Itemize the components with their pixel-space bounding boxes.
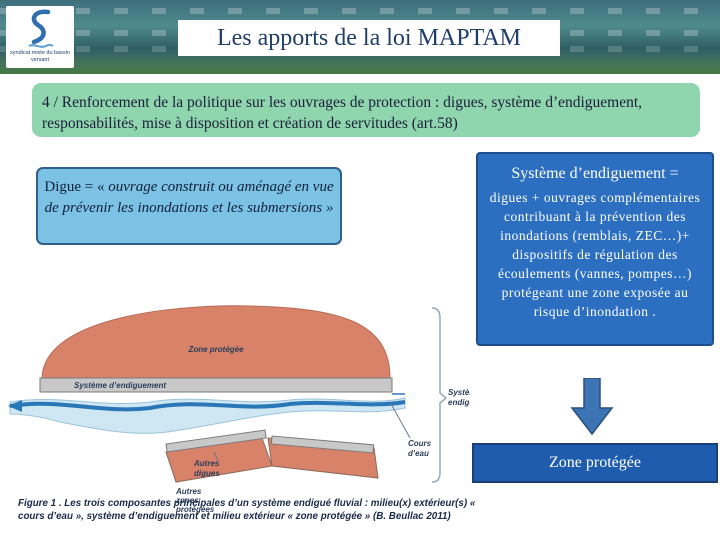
intro-box: 4 / Renforcement de la politique sur les…: [32, 83, 700, 137]
zone-protegee-label: Zone protégée: [187, 345, 244, 354]
zone-protegee-shape: [42, 306, 390, 378]
wave-logo-icon: [26, 8, 54, 48]
digue-term: Digue = «: [44, 179, 104, 195]
systeme-endigue-label: Système: [448, 388, 470, 397]
zone-protegee-box: Zone protégée: [472, 443, 718, 483]
systeme-description: digues + ouvrages complémentaires contri…: [486, 188, 704, 321]
systeme-endiguement-label: Système d’endiguement: [74, 381, 166, 390]
logo-text: syndicat mixte du bassin versant: [8, 50, 72, 63]
down-arrow-icon: [570, 378, 614, 436]
water-ripple: [0, 8, 720, 14]
systeme-endiguement-box: Système d’endiguement = digues + ouvrage…: [476, 152, 714, 346]
systeme-title: Système d’endiguement =: [486, 164, 704, 184]
figure-caption: Figure 1 . Les trois composantes princip…: [18, 497, 478, 523]
cours-eau-label-2: d’eau: [408, 449, 429, 458]
header-banner: Les apports de la loi MAPTAM: [0, 0, 720, 74]
slide-title: Les apports de la loi MAPTAM: [178, 20, 560, 56]
organization-logo: syndicat mixte du bassin versant: [6, 6, 74, 68]
digue-definition-box: Digue = « ouvrage construit ou aménagé e…: [36, 167, 342, 245]
autres-zones-label: Autres: [175, 487, 202, 496]
cours-eau-label: Cours: [408, 439, 432, 448]
autres-digues-label: Autres: [193, 459, 220, 468]
systeme-endigue-label-2: endigué: [448, 398, 470, 407]
autres-digues-label-2: digues: [194, 469, 220, 478]
bracket-icon: [432, 308, 446, 482]
